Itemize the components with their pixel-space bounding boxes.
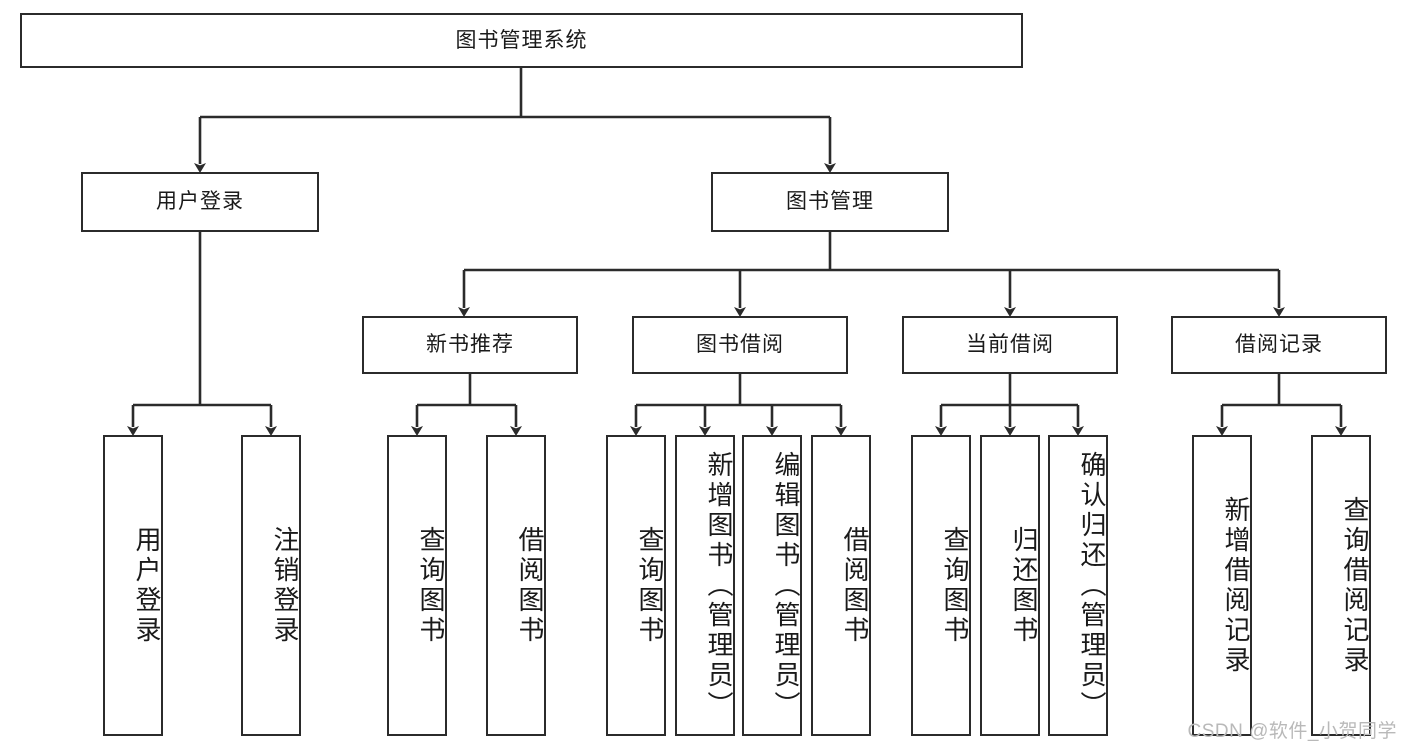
leaf-user-login[interactable]: 用户登录	[103, 435, 163, 736]
node-label: 图书管理系统	[455, 28, 588, 52]
leaf-borrow-book-recommend[interactable]: 借阅图书	[486, 435, 546, 736]
node-label: 用户登录	[156, 190, 244, 214]
node-label: 借阅图书	[515, 525, 545, 646]
leaf-borrow-book[interactable]: 借阅图书	[811, 435, 871, 736]
node-label: 借阅记录	[1235, 333, 1323, 357]
node-label: 归还图书	[1009, 525, 1039, 646]
node-book-borrow[interactable]: 图书借阅	[632, 316, 848, 374]
node-current-borrow[interactable]: 当前借阅	[902, 316, 1118, 374]
node-borrow-records[interactable]: 借阅记录	[1171, 316, 1387, 374]
node-label: 查询图书	[416, 525, 446, 646]
node-label: 确认归还（管理员）	[1077, 450, 1107, 721]
node-root-book-management-system[interactable]: 图书管理系统	[20, 13, 1023, 68]
node-label: 注销登录	[270, 525, 300, 646]
leaf-return-book[interactable]: 归还图书	[980, 435, 1040, 736]
node-label: 图书管理	[786, 190, 874, 214]
node-user-login[interactable]: 用户登录	[81, 172, 319, 232]
node-label: 新书推荐	[426, 333, 514, 357]
leaf-query-book-current[interactable]: 查询图书	[911, 435, 971, 736]
node-label: 新增借阅记录	[1221, 495, 1251, 676]
leaf-add-borrow-record[interactable]: 新增借阅记录	[1192, 435, 1252, 736]
node-label: 新增图书（管理员）	[704, 450, 734, 721]
node-label: 查询图书	[635, 525, 665, 646]
leaf-query-borrow-record[interactable]: 查询借阅记录	[1311, 435, 1371, 736]
watermark-text: CSDN @软件_小贺同学	[1187, 721, 1397, 742]
node-label: 编辑图书（管理员）	[771, 450, 801, 721]
leaf-query-book-recommend[interactable]: 查询图书	[387, 435, 447, 736]
node-new-book-recommend[interactable]: 新书推荐	[362, 316, 578, 374]
node-label: 图书借阅	[696, 333, 784, 357]
node-label: 查询借阅记录	[1340, 495, 1370, 676]
leaf-edit-book-admin[interactable]: 编辑图书（管理员）	[742, 435, 802, 736]
node-label: 借阅图书	[840, 525, 870, 646]
leaf-query-book-borrow[interactable]: 查询图书	[606, 435, 666, 736]
leaf-confirm-return-admin[interactable]: 确认归还（管理员）	[1048, 435, 1108, 736]
node-label: 当前借阅	[966, 333, 1054, 357]
leaf-add-book-admin[interactable]: 新增图书（管理员）	[675, 435, 735, 736]
leaf-user-logout[interactable]: 注销登录	[241, 435, 301, 736]
node-label: 查询图书	[940, 525, 970, 646]
node-book-management[interactable]: 图书管理	[711, 172, 949, 232]
node-label: 用户登录	[132, 525, 162, 646]
